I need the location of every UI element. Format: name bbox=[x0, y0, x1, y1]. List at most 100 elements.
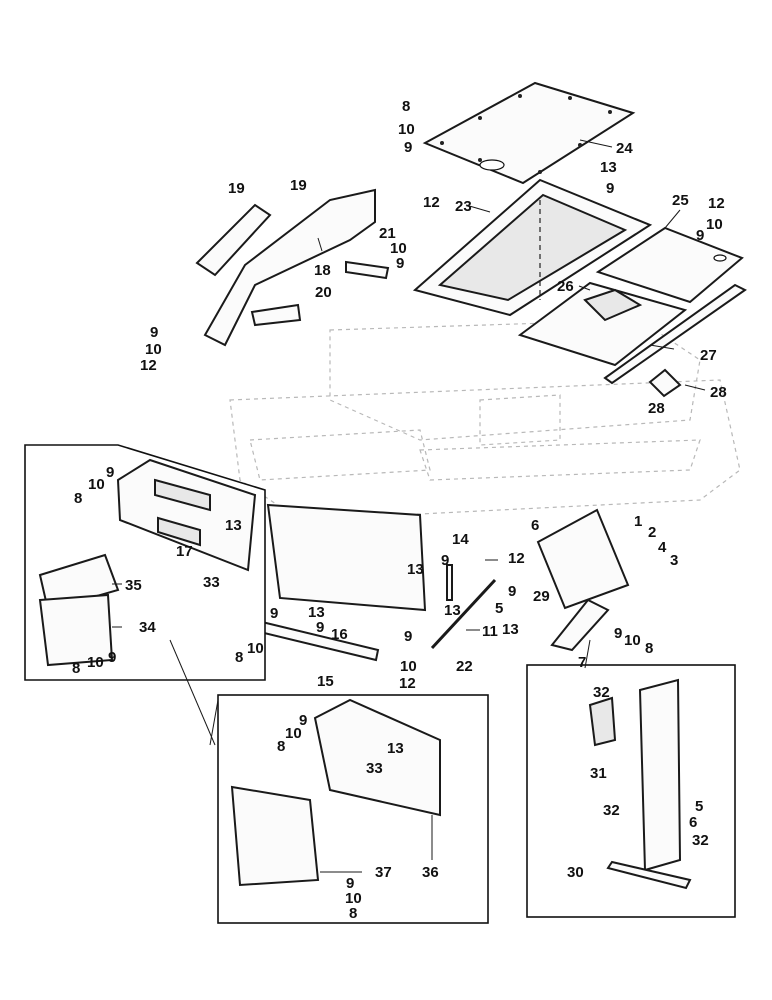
label-8: 8 bbox=[277, 738, 285, 755]
part-28-plates bbox=[648, 368, 682, 398]
part-11-rod bbox=[430, 578, 497, 650]
label-18: 18 bbox=[314, 262, 331, 279]
label-13: 13 bbox=[225, 517, 242, 534]
label-13: 13 bbox=[308, 604, 325, 621]
label-19: 19 bbox=[228, 180, 245, 197]
label-12: 12 bbox=[423, 194, 440, 211]
label-27: 27 bbox=[700, 347, 717, 364]
label-9: 9 bbox=[614, 625, 622, 642]
part-20-bracket bbox=[250, 303, 302, 327]
label-9: 9 bbox=[606, 180, 614, 197]
label-9: 9 bbox=[441, 552, 449, 569]
label-10: 10 bbox=[400, 658, 417, 675]
label-13: 13 bbox=[600, 159, 617, 176]
label-9: 9 bbox=[346, 875, 354, 892]
label-29: 29 bbox=[533, 588, 550, 605]
label-13: 13 bbox=[407, 561, 424, 578]
label-9: 9 bbox=[404, 628, 412, 645]
label-26: 26 bbox=[557, 278, 574, 295]
label-35: 35 bbox=[125, 577, 142, 594]
label-8: 8 bbox=[72, 660, 80, 677]
label-12: 12 bbox=[399, 675, 416, 692]
part-7-lower-panel bbox=[550, 598, 610, 652]
label-9: 9 bbox=[299, 712, 307, 729]
label-10: 10 bbox=[87, 654, 104, 671]
label-7: 7 bbox=[578, 654, 586, 671]
label-34: 34 bbox=[139, 619, 156, 636]
label-16: 16 bbox=[331, 626, 348, 643]
label-3: 3 bbox=[670, 552, 678, 569]
label-8: 8 bbox=[645, 640, 653, 657]
label-31: 31 bbox=[590, 765, 607, 782]
machine-frame-ghost bbox=[229, 319, 741, 521]
label-37: 37 bbox=[375, 864, 392, 881]
label-6: 6 bbox=[531, 517, 539, 534]
label-10: 10 bbox=[345, 890, 362, 907]
label-5: 5 bbox=[695, 798, 703, 815]
part-26-middle-cover bbox=[517, 281, 688, 367]
label-8: 8 bbox=[74, 490, 82, 507]
label-10: 10 bbox=[145, 341, 162, 358]
part-19-panel bbox=[195, 203, 272, 277]
label-9: 9 bbox=[316, 619, 324, 636]
label-19: 19 bbox=[290, 177, 307, 194]
part-16-side-door bbox=[266, 503, 427, 612]
label-9: 9 bbox=[404, 139, 412, 156]
label-30: 30 bbox=[567, 864, 584, 881]
label-13: 13 bbox=[444, 602, 461, 619]
label-6: 6 bbox=[689, 814, 697, 831]
label-28: 28 bbox=[710, 384, 727, 401]
label-32: 32 bbox=[692, 832, 709, 849]
label-23: 23 bbox=[455, 198, 472, 215]
label-12: 12 bbox=[508, 550, 525, 567]
inset-left bbox=[24, 444, 266, 681]
part-14-strip bbox=[446, 564, 453, 601]
label-13: 13 bbox=[502, 621, 519, 638]
part-23-frame bbox=[412, 178, 653, 317]
label-9: 9 bbox=[106, 464, 114, 481]
label-9: 9 bbox=[150, 324, 158, 341]
label-9: 9 bbox=[508, 583, 516, 600]
label-5: 5 bbox=[495, 600, 503, 617]
inset-bottom-center bbox=[209, 694, 489, 924]
label-10: 10 bbox=[624, 632, 641, 649]
label-24: 24 bbox=[616, 140, 633, 157]
inset-bottom-right bbox=[526, 664, 736, 918]
part-27-angle-strip bbox=[603, 283, 747, 385]
label-21: 21 bbox=[379, 225, 396, 242]
label-10: 10 bbox=[247, 640, 264, 657]
label-17: 17 bbox=[176, 543, 193, 560]
part-labels: 8 10 9 24 13 9 12 25 10 9 19 19 23 12 21… bbox=[72, 98, 727, 922]
label-9: 9 bbox=[396, 255, 404, 272]
label-15: 15 bbox=[317, 673, 334, 690]
label-8: 8 bbox=[402, 98, 410, 115]
label-32: 32 bbox=[603, 802, 620, 819]
label-10: 10 bbox=[88, 476, 105, 493]
label-1: 1 bbox=[634, 513, 642, 530]
leader-lines bbox=[112, 139, 706, 873]
label-32: 32 bbox=[593, 684, 610, 701]
part-24-top-cover bbox=[422, 81, 636, 185]
label-22: 22 bbox=[456, 658, 473, 675]
part-18-side-guard bbox=[203, 188, 376, 347]
part-1-door bbox=[536, 508, 630, 610]
label-12: 12 bbox=[708, 195, 725, 212]
label-13: 13 bbox=[387, 740, 404, 757]
part-25-right-cover bbox=[595, 226, 744, 304]
label-10: 10 bbox=[285, 725, 302, 742]
label-36: 36 bbox=[422, 864, 439, 881]
label-8: 8 bbox=[349, 905, 357, 922]
part-21-bracket bbox=[345, 260, 390, 280]
label-9: 9 bbox=[270, 605, 278, 622]
label-10: 10 bbox=[706, 216, 723, 233]
label-10: 10 bbox=[398, 121, 415, 138]
label-8: 8 bbox=[235, 649, 243, 666]
label-9: 9 bbox=[108, 649, 116, 666]
label-2: 2 bbox=[648, 524, 656, 541]
label-28: 28 bbox=[648, 400, 665, 417]
label-11: 11 bbox=[482, 623, 498, 640]
label-10: 10 bbox=[390, 240, 407, 257]
label-9: 9 bbox=[696, 227, 704, 244]
label-14: 14 bbox=[452, 531, 469, 548]
